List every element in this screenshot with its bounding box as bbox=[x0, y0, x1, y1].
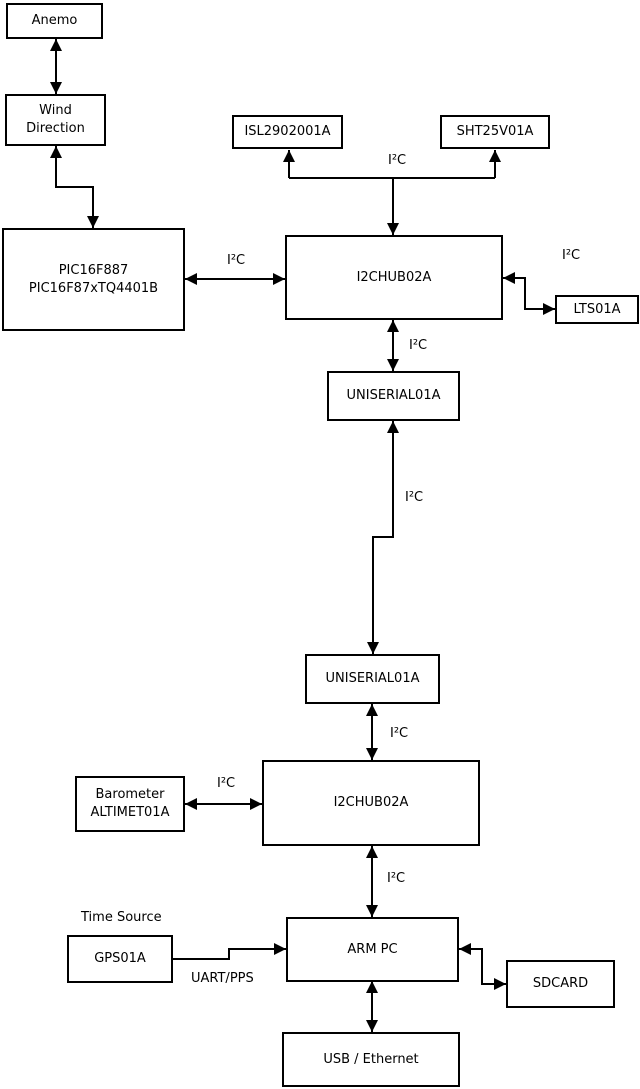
edge-label-i2c-long-link: I²C bbox=[405, 490, 424, 505]
node-lts01a-label: LTS01A bbox=[573, 301, 621, 317]
node-arm-pc: ARM PC bbox=[286, 917, 459, 982]
edge-winddirection-pic bbox=[50, 146, 99, 228]
node-usb-ethernet-label: USB / Ethernet bbox=[323, 1051, 419, 1067]
edge-label-i2c-uniserial-hub: I²C bbox=[390, 726, 409, 741]
node-uniserial01a-lower-label: UNISERIAL01A bbox=[325, 671, 420, 687]
node-isl2902001a: ISL2902001A bbox=[232, 115, 343, 149]
node-pic16f887: PIC16F887 PIC16F87xTQ4401B bbox=[2, 228, 185, 331]
node-sdcard: SDCARD bbox=[506, 960, 615, 1008]
edge-label-i2c-branch: I²C bbox=[388, 153, 407, 168]
node-barometer-altimet01a: Barometer ALTIMET01A bbox=[75, 776, 185, 832]
node-gps01a: GPS01A bbox=[67, 935, 173, 983]
node-uniserial01a-lower: UNISERIAL01A bbox=[305, 654, 440, 704]
node-anemo-label: Anemo bbox=[31, 13, 78, 29]
node-gps01a-label: GPS01A bbox=[94, 951, 146, 967]
node-i2chub02a-upper-label: I2CHUB02A bbox=[356, 269, 432, 285]
node-uniserial01a-upper: UNISERIAL01A bbox=[327, 371, 460, 421]
node-wind-direction: Wind Direction bbox=[5, 94, 106, 146]
edge-label-i2c-hub-uniserial: I²C bbox=[409, 338, 428, 353]
node-lts01a: LTS01A bbox=[555, 295, 639, 324]
edge-label-i2c-hub-armpc: I²C bbox=[387, 871, 406, 886]
node-wind-direction-label: Wind Direction bbox=[26, 103, 85, 136]
node-i2chub02a-lower: I2CHUB02A bbox=[262, 760, 480, 846]
node-isl2902001a-label: ISL2902001A bbox=[244, 124, 331, 140]
node-uniserial01a-upper-label: UNISERIAL01A bbox=[346, 388, 441, 404]
edge-i2chub-upper-lts bbox=[503, 272, 555, 315]
node-i2chub02a-upper: I2CHUB02A bbox=[285, 235, 503, 320]
node-usb-ethernet: USB / Ethernet bbox=[282, 1032, 460, 1087]
edge-armpc-sdcard bbox=[459, 943, 506, 990]
node-sht25v01a: SHT25V01A bbox=[440, 115, 550, 149]
edge-label-uart-pps: UART/PPS bbox=[191, 971, 254, 986]
edge-label-i2c-pic-hub: I²C bbox=[227, 253, 246, 268]
node-arm-pc-label: ARM PC bbox=[347, 941, 398, 957]
node-sdcard-label: SDCARD bbox=[532, 976, 589, 992]
node-i2chub02a-lower-label: I2CHUB02A bbox=[333, 795, 409, 811]
edge-uniserial-uniserial bbox=[367, 421, 399, 654]
edge-label-i2c-lts: I²C bbox=[562, 248, 581, 263]
node-anemo: Anemo bbox=[6, 3, 103, 39]
edge-label-i2c-barometer: I²C bbox=[217, 776, 236, 791]
node-barometer-altimet01a-label: Barometer ALTIMET01A bbox=[90, 787, 170, 820]
node-pic16f887-label: PIC16F887 PIC16F87xTQ4401B bbox=[28, 262, 159, 296]
node-sht25v01a-label: SHT25V01A bbox=[456, 124, 534, 140]
label-time-source: Time Source bbox=[81, 910, 162, 925]
edge-gps-armpc bbox=[173, 943, 286, 960]
